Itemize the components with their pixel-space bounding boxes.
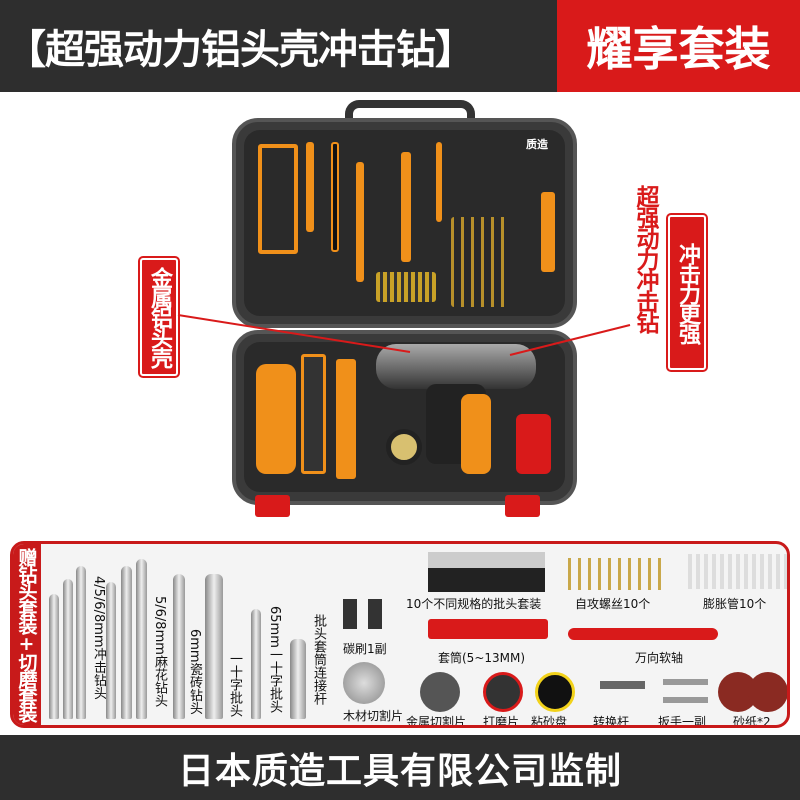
header-badge: 耀享套装 (557, 0, 800, 92)
hacksaw (258, 144, 298, 254)
case-base (232, 330, 577, 505)
item-label: 金属切割片 (406, 715, 467, 728)
item-label: 碳刷1副 (343, 642, 387, 656)
gift-panel: 赠钻头套装+切磨套装 4/5/6/8mm冲击钻头 5/6/8mm麻花钻头 6mm… (10, 541, 790, 728)
item-label: 自攻螺丝10个 (575, 597, 651, 611)
item-label: 砂纸*2 (733, 715, 771, 728)
item-label: 批头套筒连接杆 (311, 614, 326, 705)
callout-aluminum-head: 金属铝头壳 (140, 258, 178, 376)
item-label: 65mm一十字批头 (267, 606, 282, 713)
case-logo: 质造 (526, 138, 548, 151)
item-label: 5/6/8mm麻花钻头 (152, 596, 167, 707)
item-label: 粘砂盘 (531, 715, 568, 728)
footer-text: 日本质造工具有限公司监制 (0, 735, 800, 800)
item-label: 套筒(5~13MM) (438, 651, 526, 665)
callout-power-drill: 超强动力冲击钻 (632, 185, 658, 332)
callout-lines (177, 314, 631, 356)
header-title: 【超强动力铝头壳冲击钻】 (0, 0, 557, 92)
item-label: 6mm瓷砖钻头 (187, 629, 202, 715)
item-label: 膨胀管10个 (703, 597, 767, 611)
gift-panel-tag: 赠钻头套装+切磨套装 (13, 544, 41, 725)
callout-stronger-impact: 冲击力更强 (668, 215, 706, 370)
item-label: 4/5/6/8mm冲击钻头 (91, 576, 106, 700)
item-label: 转换杆 (593, 715, 630, 728)
case-handle (345, 100, 475, 130)
item-label: 10个不同规格的批头套装 (406, 597, 542, 611)
item-label: 木材切割片 (343, 709, 404, 723)
item-label: 万向软轴 (635, 651, 684, 665)
case-lid: 质造 (232, 118, 577, 328)
item-label: 打磨片 (483, 715, 520, 728)
item-label: 一十字批头 (227, 652, 242, 717)
item-label: 扳手一副 (658, 715, 707, 728)
